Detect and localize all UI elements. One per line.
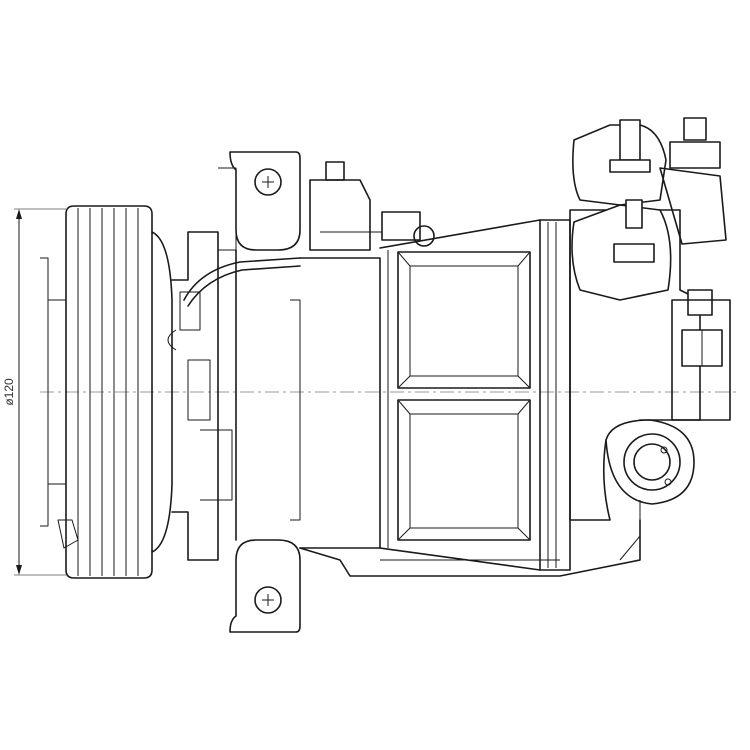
side-port-block [671, 299, 731, 421]
panel-bevel [517, 251, 531, 267]
rear-flange [539, 219, 571, 571]
top-fittings [309, 161, 435, 251]
port-pin [660, 446, 668, 454]
clutch-plate [40, 257, 49, 527]
lower-panel [397, 399, 531, 541]
rear-head [569, 117, 731, 521]
body-seam [290, 299, 301, 521]
front-cover-outline [171, 231, 219, 561]
upper-valve-nut [609, 159, 651, 173]
panel-bevel [397, 399, 411, 415]
top-nut [325, 161, 345, 181]
port-rib [619, 500, 641, 561]
mount-ear-bottom-outline [229, 539, 301, 633]
upper-panel [397, 251, 531, 389]
wire-loop [167, 329, 177, 351]
wire-harness-inner [187, 265, 301, 307]
body-middle-section [379, 219, 541, 571]
coil-connector [179, 291, 201, 331]
discharge-port-outer [623, 433, 681, 491]
mount-bolt-bottom [254, 586, 282, 614]
discharge-port-inner [633, 443, 671, 481]
port-pin [664, 478, 672, 486]
upper-panel-inner [409, 265, 519, 377]
lower-valve-nut [613, 243, 655, 263]
panel-bevel [517, 399, 531, 415]
front-cover [167, 231, 301, 561]
body-front-section [235, 249, 381, 549]
upper-cap-body [659, 167, 727, 245]
upper-cap-hex [669, 141, 721, 169]
panel-bevel [397, 375, 411, 389]
panel-bevel [397, 251, 411, 267]
sensor-connector [381, 211, 421, 241]
sensor-port [413, 225, 435, 247]
coil-body [187, 359, 211, 421]
mount-ear-top-outline [229, 151, 301, 251]
discharge-port-flange [605, 419, 695, 505]
body-bottom-skirt [299, 519, 641, 577]
lower-valve-stem [625, 199, 643, 229]
front-boss [200, 429, 233, 501]
panel-bevel [517, 375, 531, 389]
pulley-outline [65, 205, 153, 579]
side-fitting [687, 289, 713, 316]
mount-ear-top [218, 151, 301, 251]
dimension-arrow-bottom [16, 565, 22, 575]
diameter-dimension: ø120 [2, 208, 66, 576]
lower-panel-inner [409, 413, 519, 529]
pulley [40, 205, 173, 579]
panel-bevel [517, 527, 531, 541]
discharge-port [605, 419, 695, 561]
mount-ear-bottom [229, 539, 301, 633]
upper-cap-tip [683, 117, 707, 141]
pulley-hub-curve [151, 231, 173, 553]
clutch-ribs [48, 299, 66, 485]
pulley-key [57, 519, 79, 549]
panel-bevel [397, 527, 411, 541]
mount-ear-top-rib [218, 167, 237, 251]
mount-bolt-top [254, 168, 282, 196]
sensor-housing [309, 179, 371, 251]
dimension-label: ø120 [2, 378, 16, 406]
wire-harness [183, 257, 301, 301]
dimension-arrow-top [16, 209, 22, 219]
upper-valve-stem [619, 119, 641, 161]
